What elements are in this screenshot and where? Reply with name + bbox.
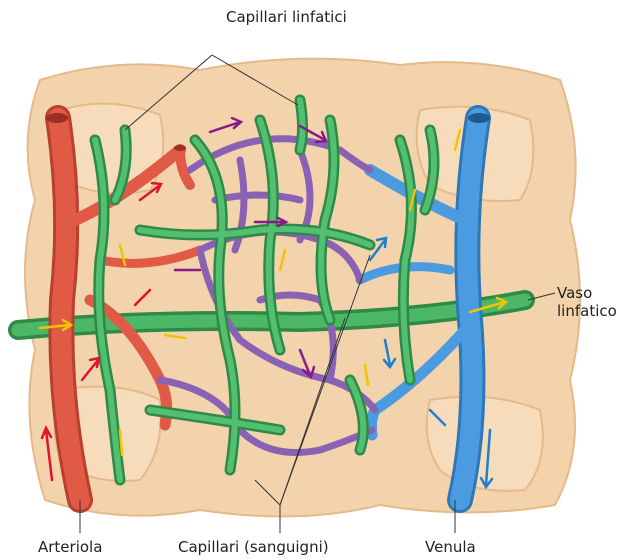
label-capillari-sanguigni: Capillari (sanguigni): [178, 538, 329, 556]
label-arteriola: Arteriola: [38, 538, 102, 556]
label-vaso-line2: linfatico: [557, 302, 617, 320]
label-vaso-linfatico: Vaso linfatico: [557, 284, 617, 320]
label-vaso-line1: Vaso: [557, 284, 617, 302]
label-venula: Venula: [425, 538, 476, 556]
label-capillari-linfatici: Capillari linfatici: [226, 8, 347, 26]
